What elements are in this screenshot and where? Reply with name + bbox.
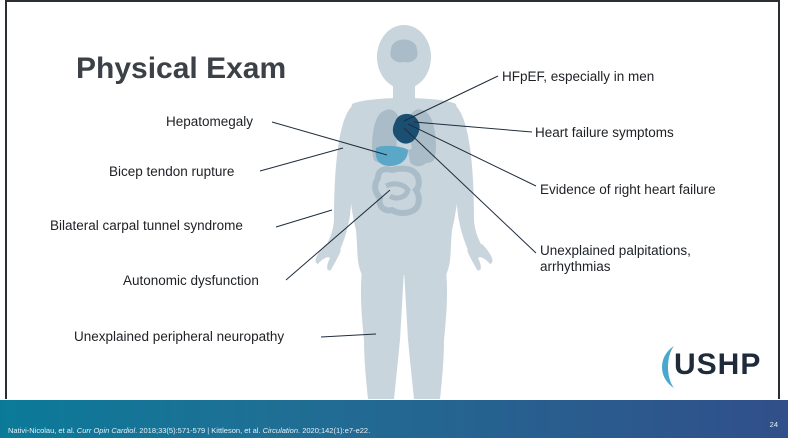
label-right-heart-failure: Evidence of right heart failure: [540, 182, 716, 197]
citation-journal2: Circulation: [263, 426, 298, 435]
right-leg: [404, 270, 447, 399]
label-palpitations-line2: arrhythmias: [540, 259, 611, 274]
label-neuropathy: Unexplained peripheral neuropathy: [74, 329, 284, 344]
line-bicep: [260, 148, 343, 171]
neck: [393, 84, 415, 100]
label-autonomic: Autonomic dysfunction: [123, 273, 259, 288]
label-bicep: Bicep tendon rupture: [109, 164, 234, 179]
footer-bar: Nativi-Nicolau, et al. Curr Opin Cardiol…: [0, 400, 788, 438]
logo-text: USHP: [674, 348, 761, 382]
page-number: 24: [770, 420, 778, 429]
label-palpitations-line1: Unexplained palpitations,: [540, 243, 691, 258]
citation-part3: . 2020;142(1):e7-e22.: [298, 426, 370, 435]
citation-part2: . 2018;33(5):571-579 | Kittleson, et al.: [135, 426, 262, 435]
line-carpal: [276, 210, 332, 227]
citation-part1: Nativi-Nicolau, et al.: [8, 426, 77, 435]
label-carpal: Bilateral carpal tunnel syndrome: [50, 218, 243, 233]
brain: [390, 40, 417, 63]
label-heart-failure-symptoms: Heart failure symptoms: [535, 125, 674, 140]
label-hfpef: HFpEF, especially in men: [502, 69, 654, 84]
citation-journal1: Curr Opin Cardiol: [77, 426, 135, 435]
ushp-logo: USHP: [652, 342, 772, 392]
citation: Nativi-Nicolau, et al. Curr Opin Cardiol…: [8, 426, 370, 435]
label-hepatomegaly: Hepatomegaly: [166, 114, 253, 129]
